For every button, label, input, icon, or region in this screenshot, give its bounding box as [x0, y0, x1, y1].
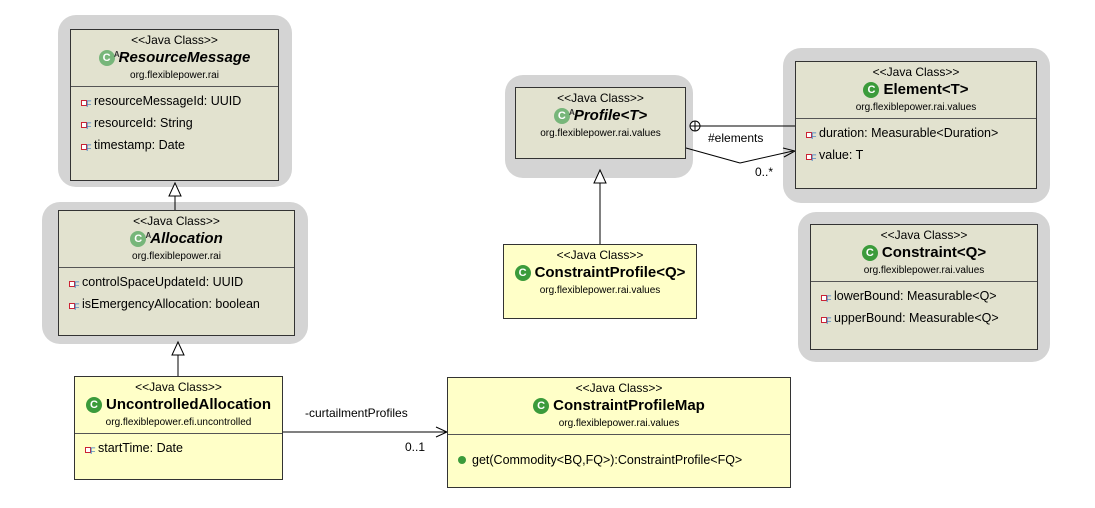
final-field-icon: F — [81, 138, 92, 153]
class-header: <<Java Class>> C Element<T> org.flexible… — [796, 62, 1036, 119]
method-list: get(Commodity<BQ,FQ>):ConstraintProfile<… — [448, 435, 790, 473]
final-field-icon: F — [81, 94, 92, 109]
class-name: Profile<T> — [573, 107, 648, 124]
class-name: Element<T> — [883, 81, 969, 98]
class-name: ConstraintProfileMap — [553, 397, 705, 414]
package-label: org.flexiblepower.efi.uncontrolled — [105, 417, 252, 428]
final-field-icon: F — [85, 441, 96, 456]
class-name: ResourceMessage — [118, 49, 251, 66]
class-icon: C — [861, 245, 878, 261]
uncontrolled-allocation-class[interactable]: <<Java Class>> C UncontrolledAllocation … — [74, 376, 283, 480]
element-class[interactable]: <<Java Class>> C Element<T> org.flexible… — [795, 61, 1037, 189]
class-name: Constraint<Q> — [881, 244, 987, 261]
constraint-profile-class[interactable]: <<Java Class>> C ConstraintProfile<Q> or… — [503, 244, 697, 319]
stereotype-label: <<Java Class>> — [557, 91, 644, 105]
stereotype-label: <<Java Class>> — [880, 228, 968, 242]
stereotype-label: <<Java Class>> — [135, 380, 222, 394]
class-icon: C — [533, 398, 550, 414]
package-label: org.flexiblepower.rai — [130, 70, 219, 81]
final-field-icon: F — [806, 126, 817, 141]
class-header: <<Java Class>> C Constraint<Q> org.flexi… — [811, 225, 1037, 282]
stereotype-label: <<Java Class>> — [872, 65, 960, 79]
package-label: org.flexiblepower.rai.values — [539, 285, 661, 296]
final-field-icon: F — [81, 116, 92, 131]
class-header: <<Java Class>> C UncontrolledAllocation … — [75, 377, 282, 434]
package-label: org.flexiblepower.rai.values — [558, 418, 680, 429]
stereotype-label: <<Java Class>> — [575, 381, 663, 395]
final-field-icon: F — [806, 148, 817, 163]
class-header: <<Java Class>> C ConstraintProfile<Q> or… — [504, 245, 696, 301]
class-header: <<Java Class>> C ConstraintProfileMap or… — [448, 378, 790, 435]
stereotype-label: <<Java Class>> — [556, 248, 644, 262]
package-label: org.flexiblepower.rai.values — [855, 102, 977, 113]
class-name: UncontrolledAllocation — [106, 396, 271, 413]
association-role-label: #elements — [708, 131, 764, 145]
stereotype-label: <<Java Class>> — [131, 33, 218, 47]
final-field-icon: F — [821, 311, 832, 326]
class-icon: C — [863, 82, 880, 98]
stereotype-label: <<Java Class>> — [133, 214, 220, 228]
class-name: Allocation — [150, 230, 223, 247]
package-label: org.flexiblepower.rai.values — [540, 128, 661, 139]
package-label: org.flexiblepower.rai.values — [863, 265, 985, 276]
public-method-icon — [458, 456, 466, 464]
class-icon: C — [86, 397, 102, 413]
association-multiplicity-label: 0..1 — [405, 440, 426, 454]
association-multiplicity-label: 0..* — [755, 165, 774, 179]
method-item: get(Commodity<BQ,FQ>):ConstraintProfile<… — [448, 449, 790, 471]
constraint-profile-map-class[interactable]: <<Java Class>> C ConstraintProfileMap or… — [447, 377, 791, 488]
final-field-icon: F — [69, 275, 80, 290]
constraint-class[interactable]: <<Java Class>> C Constraint<Q> org.flexi… — [810, 224, 1038, 350]
association-role-label: -curtailmentProfiles — [305, 406, 408, 420]
package-label: org.flexiblepower.rai — [132, 251, 221, 262]
final-field-icon: F — [821, 289, 832, 304]
class-name: ConstraintProfile<Q> — [534, 264, 686, 281]
class-icon: C — [514, 265, 531, 281]
final-field-icon: F — [69, 297, 80, 312]
